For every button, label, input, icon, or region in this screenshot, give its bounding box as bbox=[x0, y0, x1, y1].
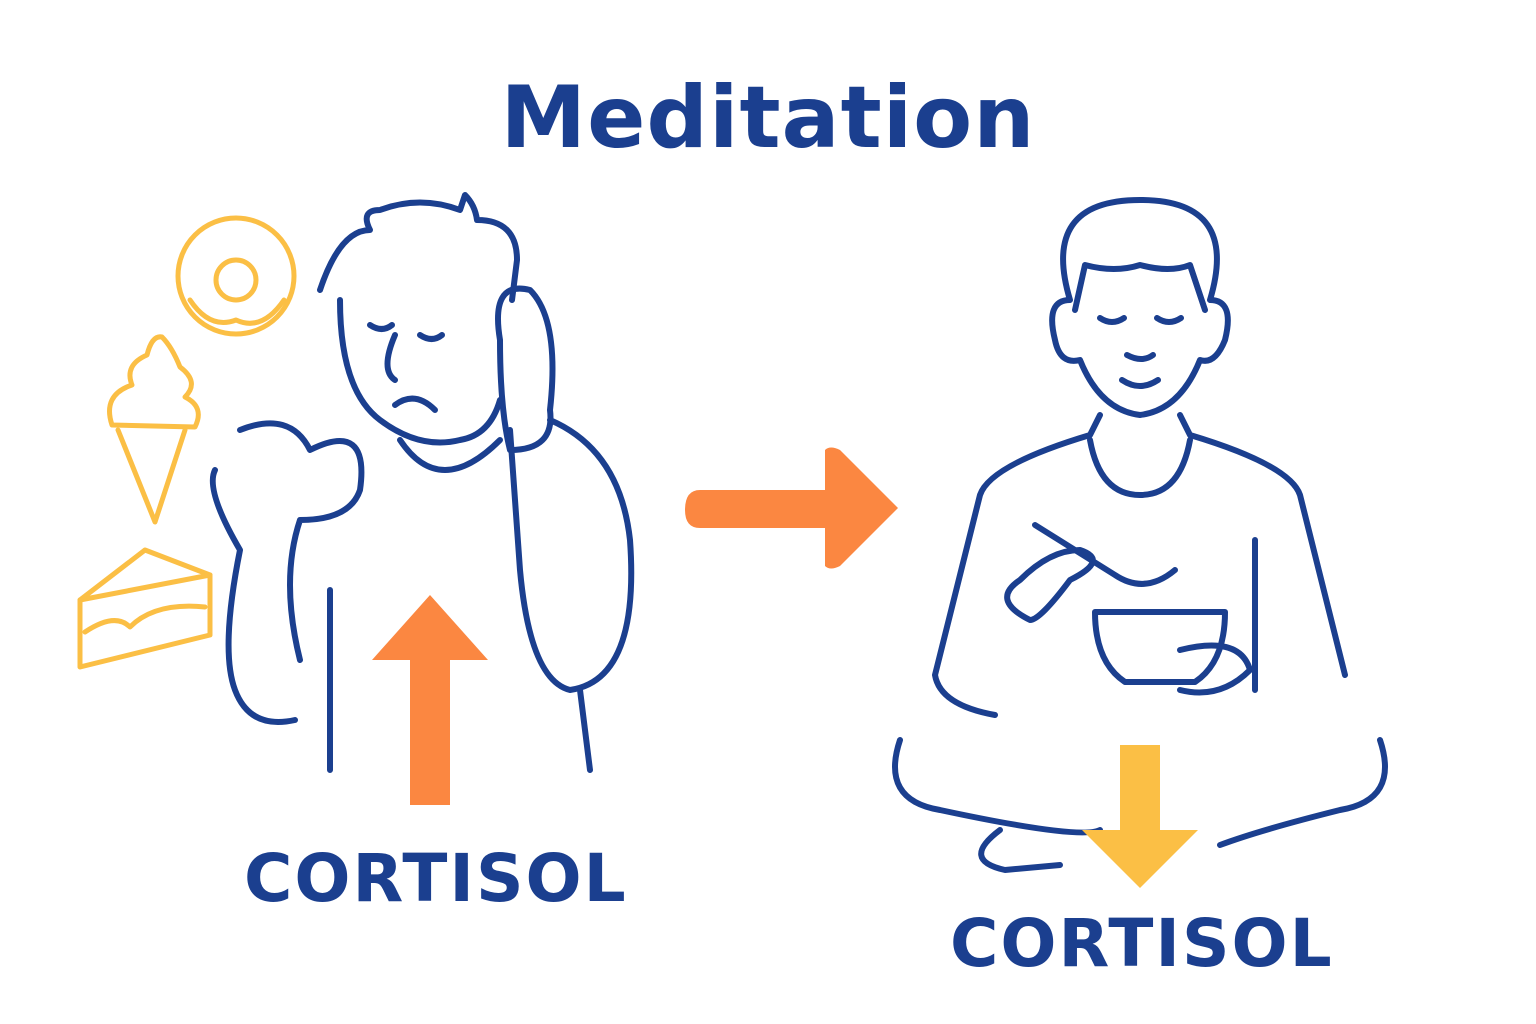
cortisol-down-label: CORTISOL bbox=[950, 905, 1334, 982]
right-arrow-icon bbox=[685, 447, 898, 569]
calm-person bbox=[892, 197, 1388, 873]
down-arrow-icon bbox=[1082, 745, 1198, 888]
page-title: Meditation bbox=[500, 68, 1036, 168]
donut-icon bbox=[175, 215, 297, 337]
up-arrow-icon bbox=[372, 595, 488, 805]
stressed-person bbox=[209, 192, 635, 773]
cake-slice-icon bbox=[77, 547, 213, 670]
ice-cream-icon bbox=[107, 334, 201, 525]
cortisol-up-label: CORTISOL bbox=[244, 840, 628, 917]
